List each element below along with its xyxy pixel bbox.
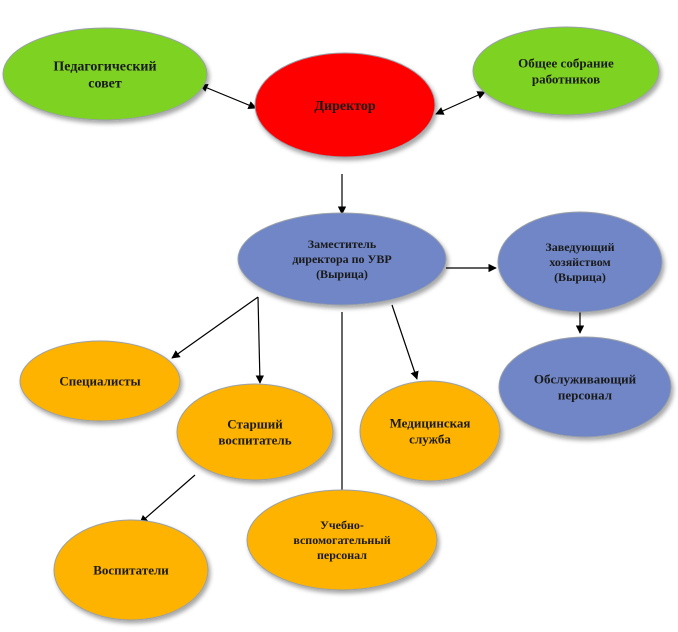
node-director: Директор bbox=[254, 52, 436, 158]
node-specialists: Специалисты bbox=[19, 340, 181, 422]
node-medical-label-line-2: служба bbox=[409, 432, 451, 447]
node-educators-label-line-1: Воспитатели bbox=[93, 563, 169, 578]
node-manager-shape bbox=[497, 211, 663, 313]
connectors bbox=[139, 83, 585, 524]
arrow-deputy-to-specialists bbox=[171, 296, 259, 359]
node-ped-council-shape bbox=[2, 27, 208, 121]
arrow-director-to-general-meeting bbox=[435, 91, 486, 115]
node-ped-council-label-line-1: Педагогический bbox=[53, 59, 156, 74]
node-director-shape bbox=[254, 52, 436, 158]
node-deputy-shape bbox=[237, 212, 447, 306]
node-ped-council: Педагогический совет bbox=[2, 27, 208, 121]
node-senior-educator-label-line-1: Старший bbox=[227, 417, 283, 432]
node-ped-council-label-line-2: совет bbox=[88, 76, 122, 91]
arrow-deputy-to-senior-educator bbox=[255, 296, 265, 384]
node-educators: Воспитатели bbox=[53, 519, 209, 621]
node-general-meeting-label-line-2: работников bbox=[532, 72, 600, 87]
node-service-staff-label-line-1: Обслуживающий bbox=[534, 372, 637, 387]
node-support-staff-label-line-1: Учебно- bbox=[320, 518, 364, 532]
node-medical-shape bbox=[359, 380, 501, 482]
node-manager-label-line-2: хозяйством bbox=[549, 255, 610, 269]
node-specialists-shape bbox=[19, 340, 181, 422]
node-support-staff-shape bbox=[246, 489, 438, 591]
arrow-ped-council-to-director bbox=[199, 83, 257, 110]
node-senior-educator-label-line-2: воспитатель bbox=[218, 433, 291, 448]
node-manager-label-line-1: Заведующий bbox=[545, 240, 614, 254]
node-educators-shape bbox=[53, 519, 209, 621]
node-specialists-label-line-1: Специалисты bbox=[59, 374, 140, 389]
arrow-deputy-to-medical bbox=[391, 304, 419, 380]
node-director-label-line-1: Директор bbox=[314, 99, 375, 114]
node-senior-educator-shape bbox=[176, 383, 334, 481]
node-service-staff-label-line-2: персонал bbox=[558, 388, 612, 403]
node-support-staff-label-line-3: персонал bbox=[317, 548, 367, 562]
node-deputy-label-line-3: (Вырица) bbox=[316, 267, 368, 281]
node-service-staff-shape bbox=[498, 336, 672, 438]
node-support-staff-label-line-2: вспомогательный bbox=[293, 533, 390, 547]
node-deputy-label-line-1: Заместитель bbox=[308, 237, 377, 251]
node-general-meeting-shape bbox=[472, 26, 660, 116]
node-medical-label-line-1: Медицинская bbox=[390, 416, 471, 431]
node-manager-label-line-3: (Вырица) bbox=[554, 270, 606, 284]
node-general-meeting-label-line-1: Общее собрание bbox=[518, 56, 614, 71]
arrow-senior-educator-to-educators bbox=[139, 474, 196, 524]
node-deputy-label-line-2: директора по УВР bbox=[292, 252, 391, 266]
